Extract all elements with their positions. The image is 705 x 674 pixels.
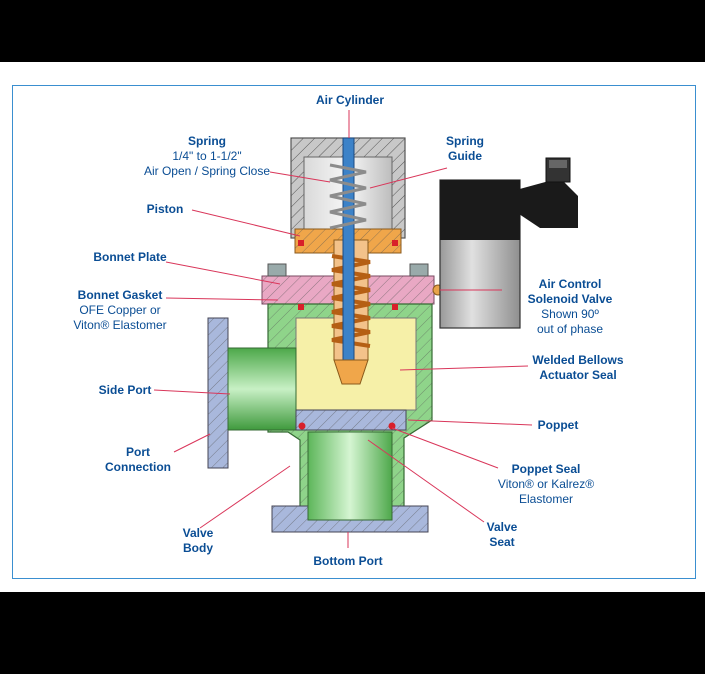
label-bonnet-gasket: Bonnet Gasket OFE Copper or Viton® Elast… <box>73 288 167 332</box>
label-piston: Piston <box>146 202 184 216</box>
label-air-cylinder: Air Cylinder <box>315 93 384 107</box>
label-bottom-port: Bottom Port <box>313 554 383 568</box>
bottom-port <box>271 431 429 533</box>
label-port-connection: Port Connection <box>105 445 171 474</box>
diagram-frame <box>12 85 696 579</box>
poppet <box>295 409 407 431</box>
label-welded-bellows: Welded Bellows Actuator Seal <box>532 353 624 382</box>
label-spring-guide: Spring Guide <box>446 134 484 163</box>
label-air-control-solenoid: Air Control Solenoid Valve Shown 90º out… <box>527 277 613 336</box>
poppet-seal-left <box>298 422 306 430</box>
solenoid-valve <box>439 157 578 329</box>
label-poppet: Poppet <box>537 418 579 432</box>
label-valve-body: Valve Body <box>182 526 214 555</box>
label-spring: Spring 1/4" to 1-1/2" Air Open / Spring … <box>143 134 271 178</box>
seal-rings <box>298 240 398 310</box>
label-poppet-seal: Poppet Seal Viton® or Kalrez® Elastomer <box>497 462 595 506</box>
side-port <box>207 317 297 469</box>
label-valve-seat: Valve Seat <box>486 520 518 549</box>
leader-lines <box>153 110 533 548</box>
cylinder-spring <box>329 163 367 230</box>
label-side-port: Side Port <box>98 383 152 397</box>
poppet-seal-right <box>388 422 396 430</box>
label-bonnet-plate: Bonnet Plate <box>93 250 167 264</box>
